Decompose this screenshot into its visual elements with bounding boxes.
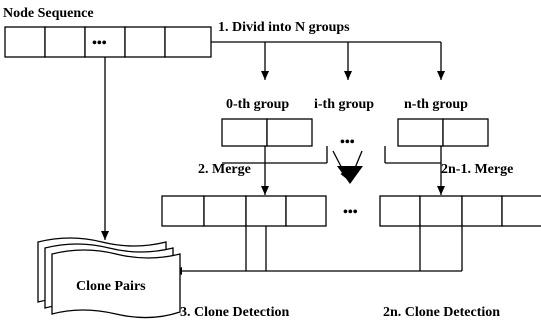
merged-array-right [379,195,541,227]
step-final-clone-detection-label: 2n. Clone Detection [383,305,500,320]
merged-array-left [161,195,327,227]
divide-connector [211,41,445,80]
step-merge-last-label: 2n-1. Merge [441,162,513,177]
merge-connector-left [222,146,328,195]
node-sequence-label: Node Sequence [3,6,94,21]
step-clone-detection-label: 3. Clone Detection [180,305,289,320]
clone-pairs-document-stack [37,237,181,319]
node-sequence-ellipsis: ••• [92,36,107,51]
group-n-array [397,118,489,147]
merge-connector-right [384,146,445,195]
merged-arrays-ellipsis: ••• [343,205,358,220]
middle-merge-arrows [332,150,363,184]
group-i-label: i-th group [314,97,374,112]
node-sequence-array: ••• [4,26,212,58]
middle-groups-ellipsis: ••• [340,135,355,150]
group-0-array [221,118,313,147]
step-merge-label: 2. Merge [198,162,251,177]
group-0-label: 0-th group [226,97,289,112]
step-divide-label: 1. Divid into N groups [218,20,350,35]
group-n-label: n-th group [404,97,468,112]
clone-detection-connector [173,226,463,275]
clone-pairs-label: Clone Pairs [76,279,146,294]
